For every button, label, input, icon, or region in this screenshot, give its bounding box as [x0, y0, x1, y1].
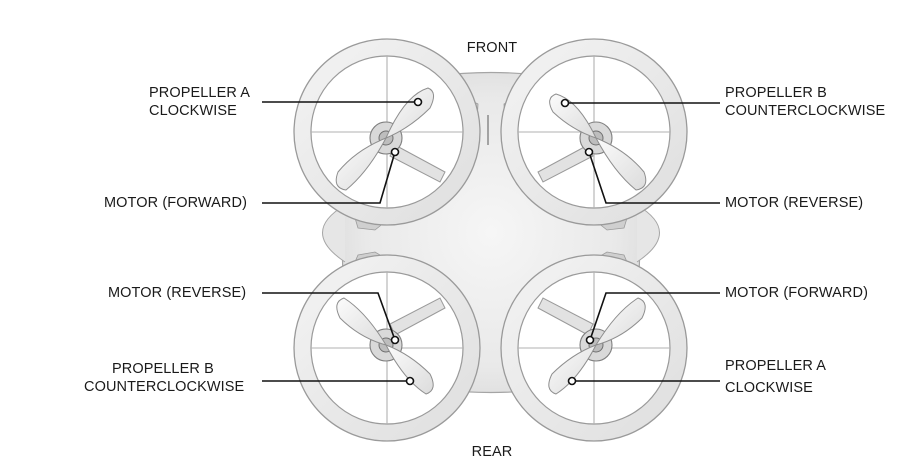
- callout-bottom-right-motor: MOTOR (FORWARD): [725, 285, 868, 301]
- callout-top-left-motor: MOTOR (FORWARD): [104, 195, 247, 211]
- callout-top-left-propeller: PROPELLER A CLOCKWISE: [149, 84, 250, 120]
- propeller-bottom-left: [336, 297, 434, 395]
- leader-lines: [262, 101, 720, 382]
- callout-line1: PROPELLER A: [725, 358, 827, 374]
- motor-arms: [389, 144, 594, 336]
- callout-bottom-left-propeller: PROPELLER B COUNTERCLOCKWISE: [84, 360, 244, 396]
- callout-top-right-propeller: PROPELLER B COUNTERCLOCKWISE: [725, 84, 885, 120]
- callout-line1: PROPELLER A: [149, 85, 251, 101]
- front-label: FRONT: [466, 40, 518, 56]
- propeller-bottom-right: [548, 297, 646, 395]
- callout-line1: PROPELLER B: [725, 85, 827, 101]
- callout-line2: COUNTERCLOCKWISE: [725, 103, 886, 119]
- callout-line2: CLOCKWISE: [725, 380, 813, 396]
- leader-endpoints: [390, 97, 595, 386]
- callout-top-right-motor: MOTOR (REVERSE): [725, 195, 864, 211]
- callout-bottom-left-motor: MOTOR (REVERSE): [108, 285, 247, 301]
- callout-line1: PROPELLER B: [112, 361, 214, 377]
- callout-line2: COUNTERCLOCKWISE: [84, 379, 245, 395]
- callout-line2: CLOCKWISE: [149, 103, 237, 119]
- rear-label: REAR: [471, 444, 513, 460]
- callout-bottom-right-propeller: PROPELLER A CLOCKWISE: [725, 357, 826, 397]
